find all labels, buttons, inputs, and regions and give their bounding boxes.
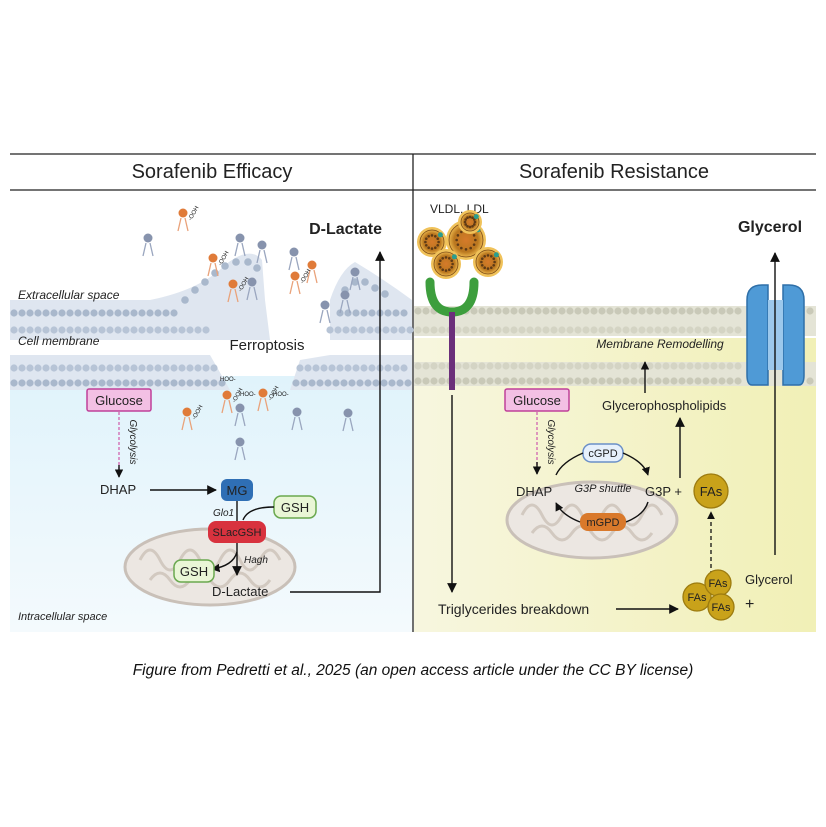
g3p-shuttle-label: G3P shuttle	[574, 483, 631, 495]
svg-text:HOO-: HOO-	[220, 377, 236, 383]
d-lactate-intracellular: D-Lactate	[212, 584, 268, 599]
shuttle-top-left-curve	[555, 452, 584, 476]
fas-label: FAs	[700, 484, 723, 499]
gsh-release-arrow	[211, 551, 238, 573]
left-membrane	[10, 253, 414, 390]
svg-text:HOO-: HOO-	[273, 392, 289, 398]
gsh-label-top: GSH	[281, 500, 309, 515]
mg-label: MG	[227, 483, 248, 498]
slacgsh-box	[208, 521, 266, 543]
figure-caption: Figure from Pedretti et al., 2025 (an op…	[132, 662, 694, 679]
glycerophospholipids-label: Glycerophospholipids	[602, 398, 727, 413]
slacgsh-label: SLacGSH	[213, 527, 262, 539]
intracellular-label: Intracellular space	[18, 611, 107, 623]
glucose-box-left	[86, 388, 152, 412]
g3p-label: G3P +	[645, 484, 682, 499]
mgpd-label: mGPD	[587, 517, 620, 529]
hagh-label: Hagh	[244, 555, 268, 566]
shuttle-top-right-curve	[622, 452, 650, 476]
cgpd-label: cGPD	[588, 448, 617, 460]
plus-sign: +	[745, 596, 754, 613]
triglyceride-cluster: FAs FAs FAs	[682, 569, 735, 621]
triglycerides-label: Triglycerides breakdown	[438, 601, 589, 617]
glo1-label: Glo1	[213, 508, 234, 519]
dhap-label-left: DHAP	[100, 482, 136, 497]
cell-membrane-label: Cell membrane	[18, 334, 100, 348]
shuttle-bottom-right-curve	[625, 501, 649, 523]
lipoprotein-receptor	[425, 277, 479, 390]
svg-text:FAs: FAs	[712, 602, 731, 614]
dhap-label-right: DHAP	[516, 484, 552, 499]
right-panel-title: Sorafenib Resistance	[519, 161, 709, 183]
lipoprotein-particles	[417, 210, 503, 279]
glycolysis-label-right: Glycolysis	[545, 419, 556, 464]
membrane-remodelling-label: Membrane Remodelling	[596, 337, 724, 351]
mg-box	[221, 479, 253, 501]
svg-text:FAs: FAs	[709, 578, 728, 590]
glucose-label-left: Glucose	[95, 393, 143, 408]
gsh-label-bottom: GSH	[180, 564, 208, 579]
extracellular-label: Extracellular space	[18, 288, 120, 302]
vldl-ldl-label: VLDL, LDL	[430, 202, 489, 216]
ferroptosis-label: Ferroptosis	[229, 337, 304, 354]
glycerol-intracellular: Glycerol	[745, 572, 793, 587]
gsh-join-curve	[242, 506, 275, 521]
glucose-label-right: Glucose	[513, 393, 561, 408]
shuttle-bottom-left-curve	[555, 502, 581, 523]
d-lactate-extracellular: D-Lactate	[309, 221, 382, 238]
svg-text:FAs: FAs	[688, 592, 707, 604]
fas-circle	[693, 473, 729, 509]
gsh-box-bottom	[173, 559, 215, 583]
glycolysis-label-left: Glycolysis	[127, 419, 138, 464]
mgpd-box	[580, 513, 626, 531]
glycerol-extracellular: Glycerol	[738, 219, 802, 236]
svg-text:HOO-: HOO-	[240, 392, 256, 398]
left-panel-title: Sorafenib Efficacy	[132, 161, 293, 183]
glucose-box-right	[504, 388, 570, 412]
d-lactate-export-arrow	[290, 251, 385, 593]
glycerol-channel	[746, 284, 805, 386]
